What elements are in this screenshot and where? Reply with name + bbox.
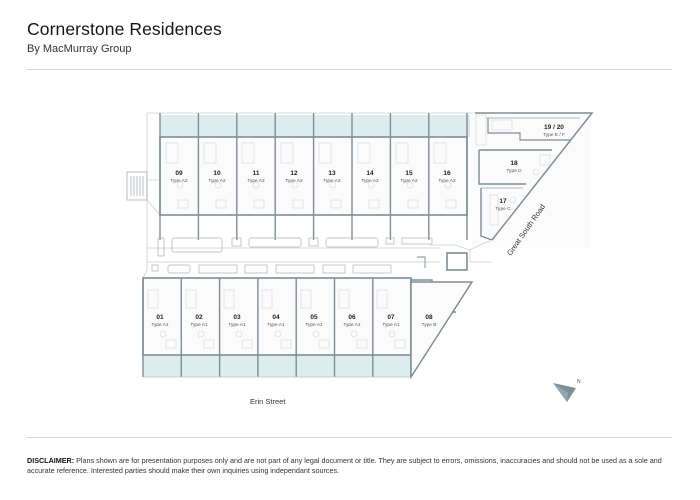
disclaimer-label: DISCLAIMER:	[27, 456, 75, 465]
page-title: Cornerstone Residences	[27, 19, 222, 39]
top-row-walls	[159, 113, 468, 240]
street-label-erin: Erin Street	[250, 397, 286, 406]
disclaimer-text: Plans shown are for presentation purpose…	[27, 456, 662, 475]
bottom-row-walls	[142, 277, 412, 378]
bottom-balconies	[143, 355, 411, 377]
header-divider	[27, 69, 672, 70]
unit-08-walls	[410, 279, 474, 380]
stair	[126, 171, 148, 201]
page-subtitle: By MacMurray Group	[27, 43, 132, 55]
compass-label: N	[577, 379, 581, 385]
north-arrow-icon	[553, 383, 576, 402]
top-balconies	[160, 115, 470, 137]
footer-divider	[27, 437, 672, 438]
east-wing-walls	[472, 112, 594, 248]
disclaimer: DISCLAIMER: Plans shown are for presenta…	[27, 456, 677, 476]
